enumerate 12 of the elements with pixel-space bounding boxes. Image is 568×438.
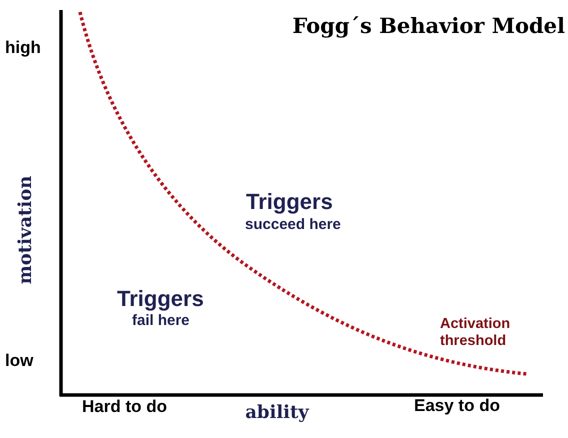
axis-tick-label: low (5, 352, 34, 371)
axis-tick-label: high (5, 39, 41, 58)
axis-tick-label: Hard to do (82, 398, 167, 417)
region-label: Triggers (246, 190, 333, 214)
chart-title: Fogg´s Behavior Model (292, 14, 565, 38)
region-sublabel: fail here (132, 313, 190, 330)
region-sublabel: succeed here (245, 217, 341, 234)
curve-label: Activation threshold (440, 316, 512, 350)
axis-title: motivation (16, 176, 36, 284)
region-label: Triggers (117, 287, 204, 312)
axis-tick-label: Easy to do (414, 397, 500, 416)
axis-title: ability (245, 403, 309, 423)
